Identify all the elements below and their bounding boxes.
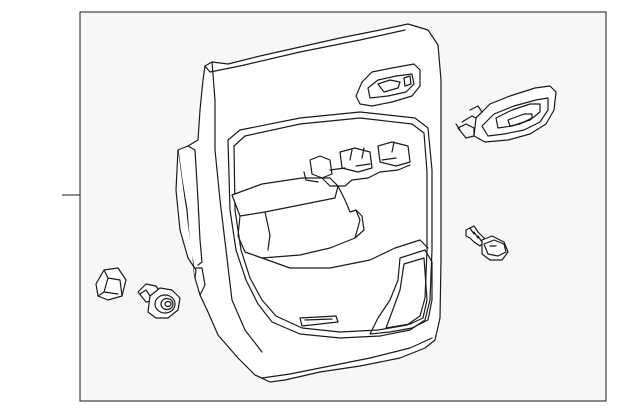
- clip-fastener: [137, 283, 181, 319]
- retainer-nut: [95, 267, 127, 301]
- door-trim-panel: [175, 23, 442, 383]
- inside-handle-bezel: [455, 85, 557, 143]
- mounting-bolt: [465, 225, 509, 261]
